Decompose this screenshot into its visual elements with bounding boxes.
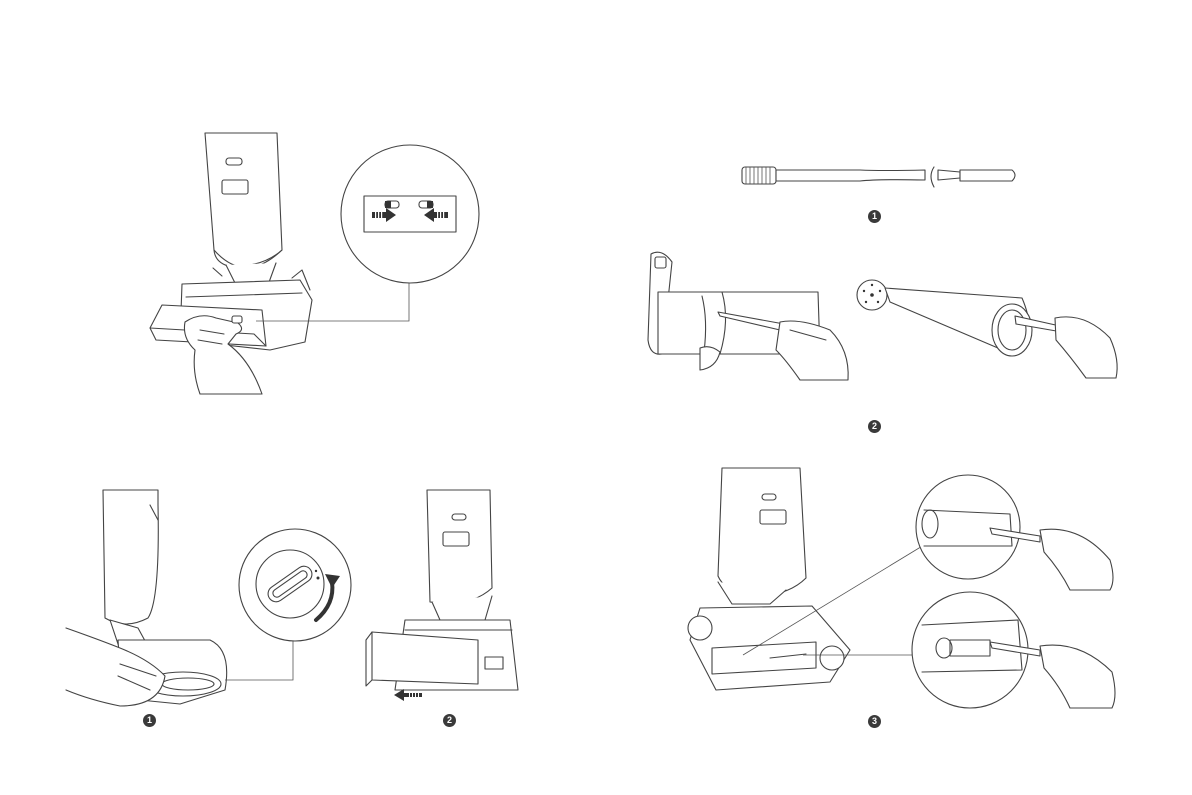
vacuum-latch-release-illustration [150,133,479,394]
step-3-badge: 3 [868,715,881,728]
step-1-badge: 1 [143,714,156,727]
step-2-badge: 2 [443,714,456,727]
step-1-badge: 1 [868,210,881,223]
vacuum-tray-remove-illustration [366,490,518,701]
filter-cleaning-illustration [857,280,1117,378]
step-2-badge: 2 [868,420,881,433]
head-cleaning-illustration [688,468,1115,708]
vacuum-dial-unlock-illustration [66,490,351,706]
cleaning-brush-tool-illustration [742,167,1015,187]
arrow-left-icon [394,689,422,701]
roller-cleaning-illustration [648,252,848,380]
